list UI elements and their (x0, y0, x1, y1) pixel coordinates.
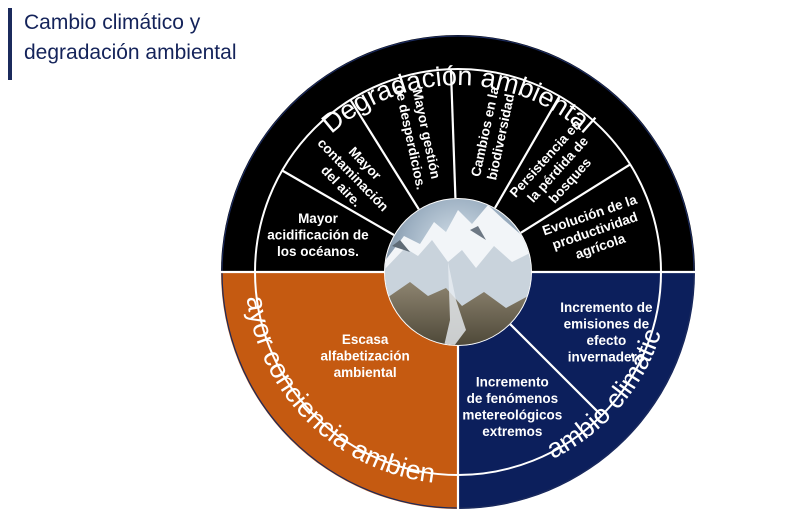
divider-degradacion-4 (349, 99, 420, 210)
divider-degradacion-2 (494, 95, 561, 209)
climatico-segment-1-line: efecto (586, 333, 626, 348)
degradacion-segment-1-line: los océanos. (277, 244, 359, 259)
climatico-segment-1-line: Incremento de (560, 300, 653, 315)
conciencia-segment-1-line: ambiental (334, 365, 397, 380)
sector-degradacion (221, 35, 695, 272)
title-line-1: Cambio climático y (24, 11, 201, 34)
degradacion-segment-1-line: acidificación de (267, 227, 369, 242)
divider-degradacion-5 (281, 169, 395, 236)
conciencia-segment-1-line: alfabetización (320, 349, 409, 364)
title-block: Cambio climático y degradación ambiental (8, 8, 236, 80)
conciencia-segment-1-line: Escasa (342, 332, 389, 347)
degradacion-segment-1-line: Mayor (298, 211, 339, 226)
divider-degradacion-1 (520, 163, 631, 234)
climatico-segment-2-line: metereológicos (462, 408, 562, 423)
climatico-segment-1-line: emisiones de (564, 317, 650, 332)
title-line-2: degradación ambiental (24, 41, 237, 64)
climatico-segment-2-line: extremos (482, 424, 542, 439)
divider-climatico-1 (509, 323, 603, 417)
climatico-segment-2-line: de fenómenos (467, 391, 559, 406)
center-mountain-image (384, 198, 532, 346)
sector-conciencia (221, 272, 458, 509)
climatico-segment-2-line: Incremento (476, 375, 549, 390)
climatico-segment-1-line: invernadero (568, 350, 645, 365)
divider-degradacion-3 (449, 69, 457, 199)
